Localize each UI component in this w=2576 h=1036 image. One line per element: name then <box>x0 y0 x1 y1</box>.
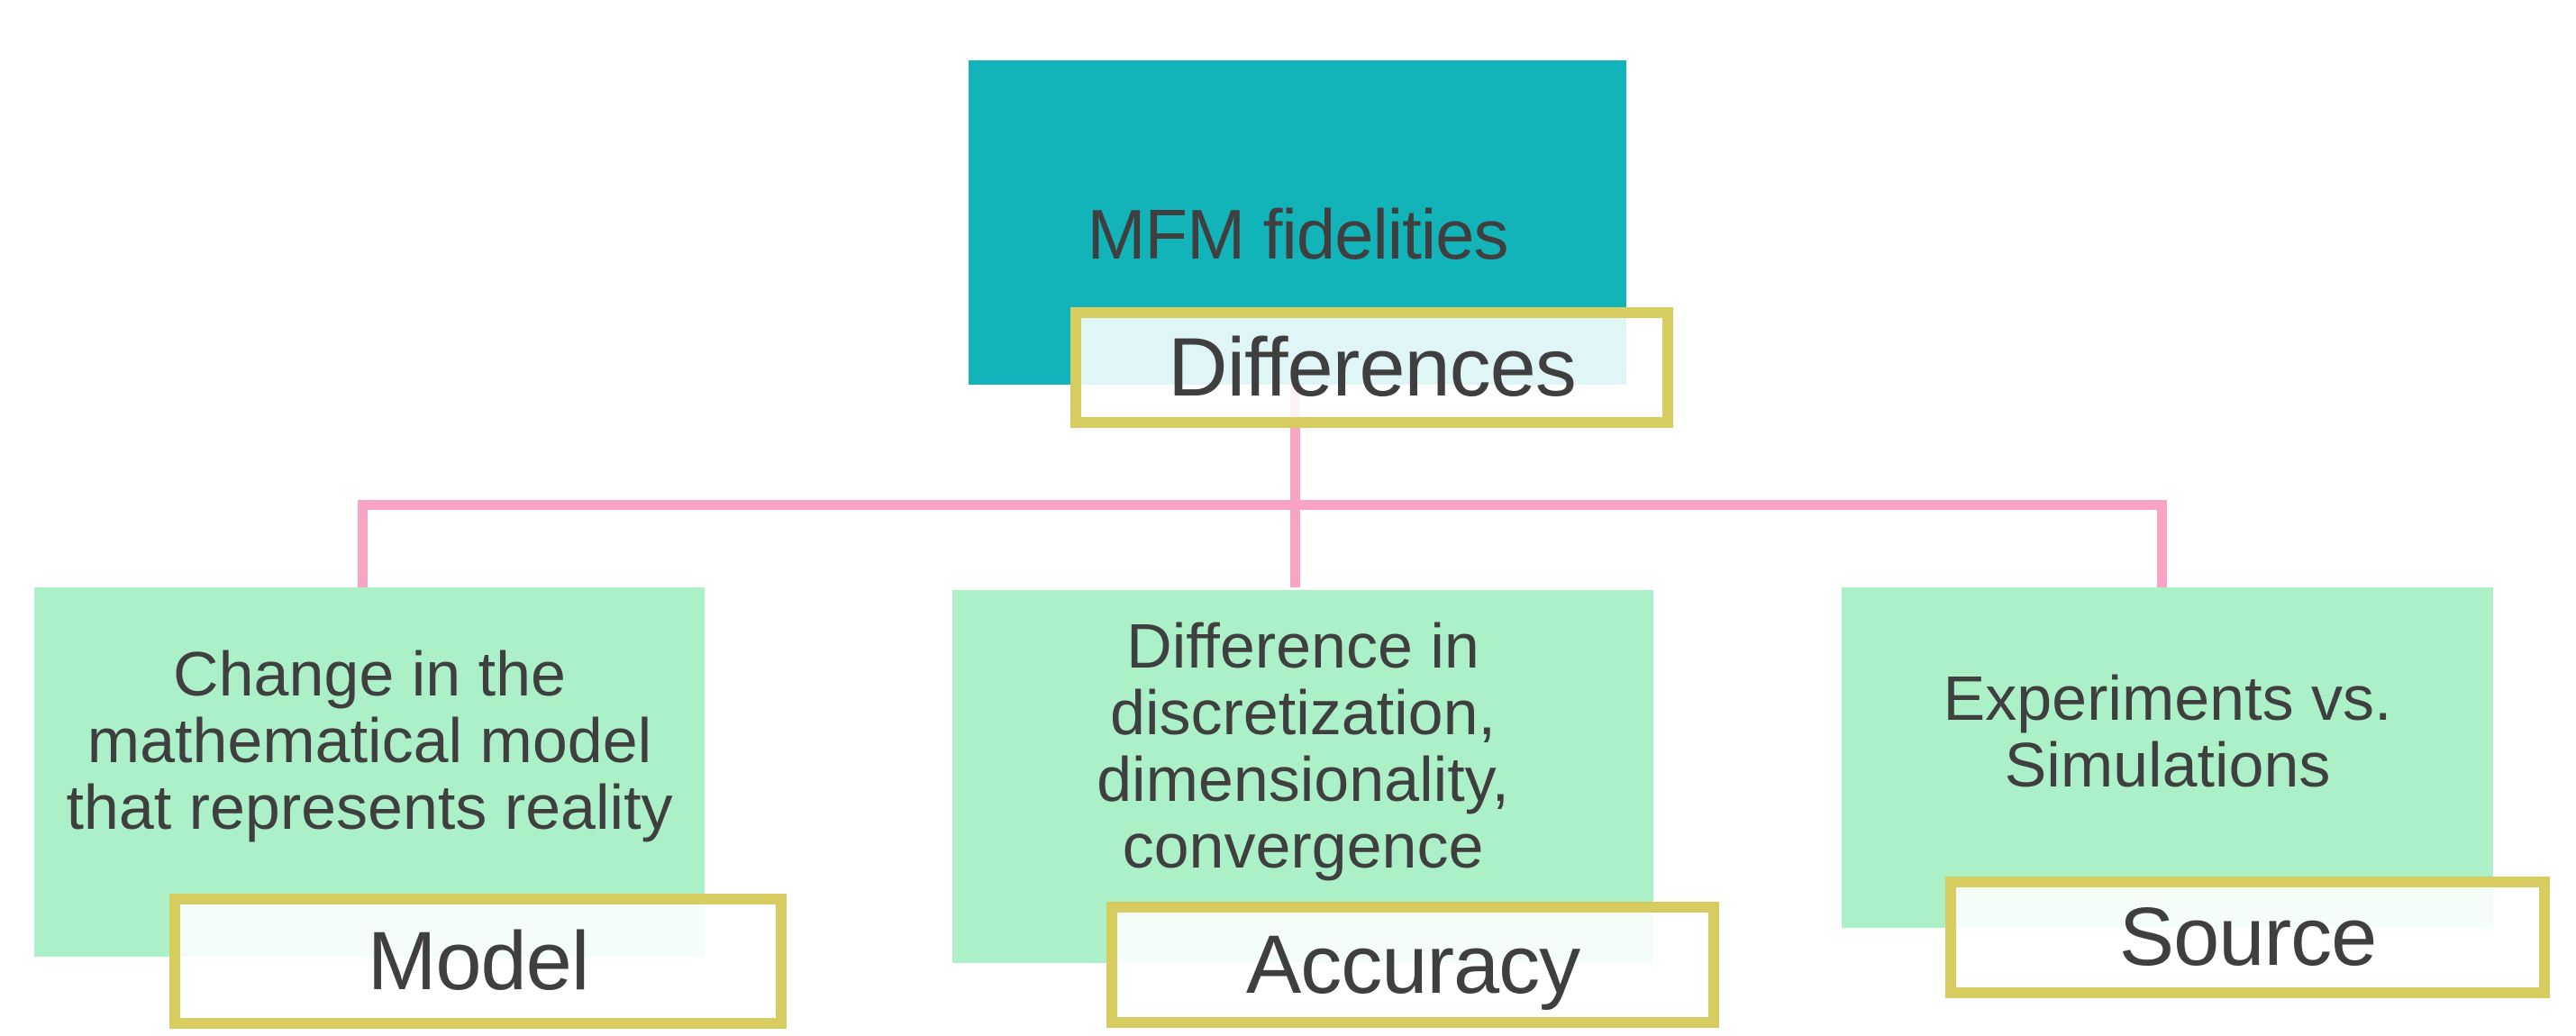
branch-label-box-accuracy: Accuracy <box>1106 902 1719 1028</box>
branch-source-text-line: Simulations <box>2004 730 2331 800</box>
connector-horizontal-rail <box>358 500 2167 510</box>
branch-model-text-line: Change in the <box>173 639 566 709</box>
branch-model-text-line: mathematical model <box>86 705 652 776</box>
hub-label-text: Differences <box>1168 321 1577 413</box>
branch-label-box-model: Model <box>169 894 787 1029</box>
branch-label-box-source: Source <box>1945 877 2550 998</box>
branch-card-source: Experiments vs. Simulations <box>1842 587 2493 928</box>
branch-label-text-source: Source <box>2118 891 2377 983</box>
branch-card-model: Change in the mathematical model that re… <box>34 587 705 957</box>
branch-accuracy-text-line: dimensionality, <box>1097 744 1509 814</box>
branch-source-text-line: Experiments vs. <box>1943 663 2392 733</box>
branch-accuracy-text-line: Difference in <box>1126 611 1479 681</box>
connector-drop-left <box>358 500 368 587</box>
branch-label-text-model: Model <box>367 914 590 1007</box>
connector-drop-right <box>2157 500 2167 587</box>
branch-card-accuracy: Difference in discretization, dimensiona… <box>952 590 1653 963</box>
branch-accuracy-text-line: discretization, <box>1110 677 1496 748</box>
branch-accuracy-text-line: convergence <box>1122 811 1484 881</box>
hub-label-box-differences: Differences <box>1070 307 1673 428</box>
branch-model-text-line: that represents reality <box>66 772 673 842</box>
branch-label-text-accuracy: Accuracy <box>1245 918 1580 1011</box>
connector-drop-center <box>1290 385 1300 587</box>
root-node-label: MFM fidelities <box>1087 194 1508 274</box>
